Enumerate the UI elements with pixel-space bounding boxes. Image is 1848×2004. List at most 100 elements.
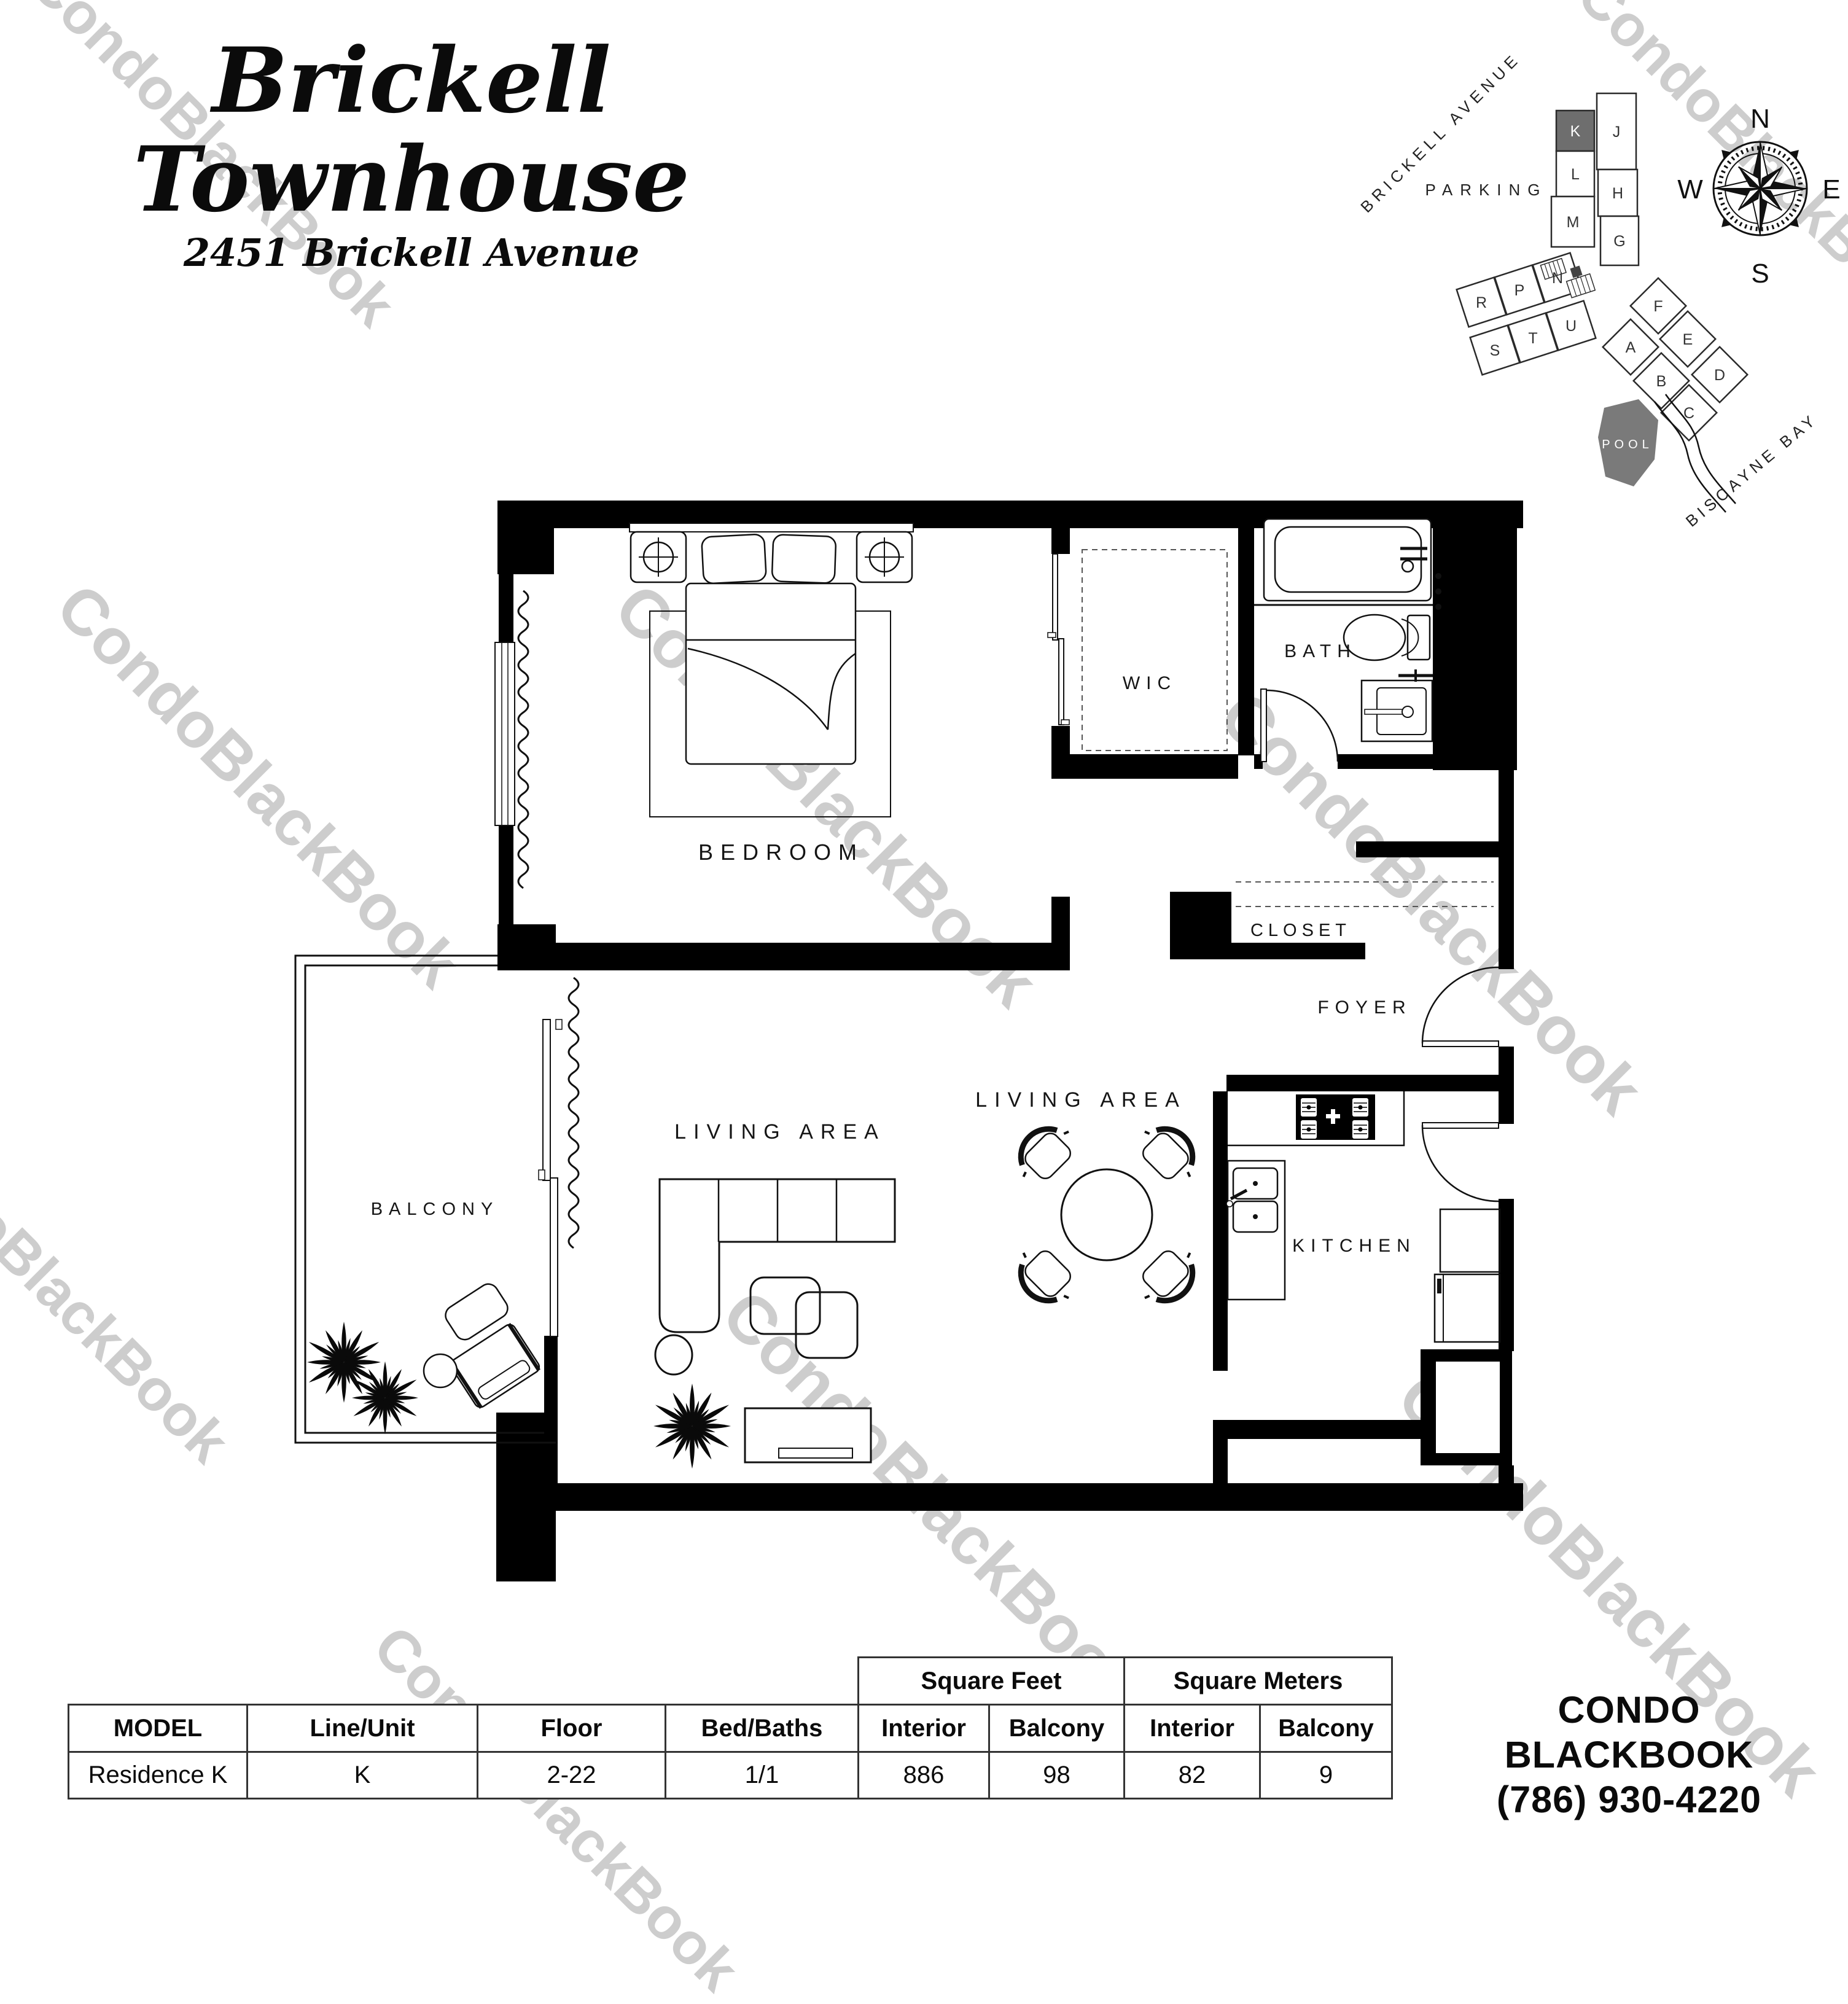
nightstand-right bbox=[856, 531, 913, 583]
kitchen-service-door bbox=[1421, 1122, 1499, 1203]
dining-set bbox=[1007, 1115, 1207, 1316]
ottoman bbox=[445, 1283, 509, 1341]
shaft bbox=[1436, 1362, 1500, 1453]
unit-label-U: U bbox=[1565, 318, 1577, 335]
page-title: Brickell Townhouse bbox=[133, 28, 690, 232]
living-area-label: LIVING AREA bbox=[674, 1120, 886, 1144]
kitchen-label: KITCHEN bbox=[1292, 1236, 1416, 1256]
table-span-header-row: Square Feet Square Meters bbox=[69, 1656, 1393, 1706]
building-units bbox=[1456, 92, 1749, 442]
cell-floor: 2-22 bbox=[477, 1751, 666, 1799]
unit-letters: K L M J H G R P N S T U A B C F E D bbox=[1476, 123, 1725, 422]
floorplan-canvas: BRICKELL AVENUE PARKING bbox=[294, 49, 1841, 1581]
curtain-bedroom bbox=[517, 590, 529, 889]
foyer-label: FOYER bbox=[1317, 997, 1411, 1018]
table-empty-corner bbox=[69, 1658, 859, 1705]
headboard bbox=[629, 523, 914, 532]
unit-label-P: P bbox=[1515, 282, 1525, 299]
cell-line-unit: K bbox=[246, 1751, 478, 1799]
entry-door bbox=[1421, 966, 1499, 1047]
page-subtitle: 2451 Brickell Avenue bbox=[183, 230, 640, 276]
compass-s: S bbox=[1751, 259, 1769, 289]
table-header-row: MODEL Line/Unit Floor Bed/Baths Interior… bbox=[68, 1704, 1393, 1753]
tv-console bbox=[744, 1407, 872, 1464]
cell-model: Residence K bbox=[68, 1751, 248, 1799]
balcony-label: BALCONY bbox=[371, 1199, 499, 1219]
coffee-table bbox=[795, 1291, 859, 1359]
unit-label-E: E bbox=[1683, 331, 1693, 348]
bedroom-furniture bbox=[629, 523, 914, 817]
compass-e: E bbox=[1822, 174, 1840, 205]
bathtub bbox=[1263, 518, 1441, 610]
table-row: Residence K K 2-22 1/1 886 98 82 9 bbox=[68, 1751, 1393, 1799]
unit-label-S: S bbox=[1490, 342, 1500, 359]
unit-K-highlight bbox=[1555, 109, 1596, 152]
dining-table bbox=[1060, 1168, 1153, 1261]
pool: POOL bbox=[1598, 399, 1658, 486]
pillow bbox=[701, 533, 767, 585]
kitchen-fixtures bbox=[1226, 1091, 1501, 1343]
parking-label: PARKING bbox=[1425, 181, 1547, 199]
closet-label: CLOSET bbox=[1250, 921, 1351, 940]
compass-icon: N S W E bbox=[1677, 104, 1840, 289]
brand-name: CONDO BLACKBOOK bbox=[1504, 1689, 1754, 1776]
unit-label-F: F bbox=[1653, 298, 1663, 315]
brand-phone: (786) 930-4220 bbox=[1496, 1779, 1762, 1821]
unit-label-T: T bbox=[1528, 330, 1537, 347]
cell-bed-baths: 1/1 bbox=[665, 1751, 859, 1799]
living-furniture bbox=[653, 1115, 1207, 1469]
balcony-sliding-door bbox=[538, 1019, 563, 1337]
unit-label-H: H bbox=[1612, 185, 1623, 202]
unit-floorplan: BEDROOM WIC BATH CLOSET FOYER LIVING ARE… bbox=[294, 501, 1523, 1581]
wic-label: WIC bbox=[1123, 673, 1177, 693]
balcony bbox=[294, 954, 563, 1444]
branding: CONDO BLACKBOOK (786) 930-4220 bbox=[1431, 1688, 1827, 1823]
cell-sf-interior: 886 bbox=[857, 1751, 990, 1799]
curtain-living bbox=[567, 977, 580, 1249]
wic-shelving-dashed bbox=[1082, 549, 1228, 751]
stairs-icon bbox=[1540, 257, 1596, 298]
nightstand-left bbox=[630, 531, 687, 583]
unit-label-N: N bbox=[1552, 270, 1563, 287]
bedroom-window bbox=[494, 642, 515, 826]
toilet bbox=[1343, 614, 1431, 661]
col-sf-interior: Interior bbox=[857, 1704, 990, 1753]
col-line-unit: Line/Unit bbox=[246, 1704, 478, 1753]
unit-label-J: J bbox=[1613, 123, 1621, 141]
col-sm-interior: Interior bbox=[1123, 1704, 1261, 1753]
bed bbox=[685, 582, 857, 765]
bedroom-label: BEDROOM bbox=[698, 840, 864, 865]
pillow bbox=[771, 534, 836, 584]
col-sf-balcony: Balcony bbox=[988, 1704, 1125, 1753]
site-map: BRICKELL AVENUE PARKING bbox=[1357, 49, 1840, 530]
pool-label: POOL bbox=[1602, 438, 1653, 451]
header: Brickell Townhouse 2451 Brickell Avenue bbox=[58, 28, 765, 276]
col-sm-balcony: Balcony bbox=[1259, 1704, 1393, 1753]
cell-sm-interior: 82 bbox=[1123, 1751, 1261, 1799]
plant-icon bbox=[653, 1384, 731, 1469]
unit-label-C: C bbox=[1683, 405, 1694, 422]
bath-door bbox=[1260, 688, 1339, 762]
kitchen-counter bbox=[1439, 1208, 1501, 1273]
bath-sink bbox=[1360, 669, 1433, 743]
col-group-square-feet: Square Feet bbox=[857, 1656, 1125, 1706]
spec-table: Square Feet Square Meters MODEL Line/Uni… bbox=[68, 1656, 1393, 1799]
unit-label-R: R bbox=[1476, 294, 1487, 311]
unit-label-L: L bbox=[1571, 166, 1580, 183]
side-table bbox=[654, 1334, 693, 1376]
refrigerator bbox=[1433, 1273, 1501, 1343]
cell-sf-balcony: 98 bbox=[988, 1751, 1125, 1799]
unit-label-G: G bbox=[1613, 233, 1625, 250]
bath-label: BATH bbox=[1284, 641, 1357, 661]
unit-label-D: D bbox=[1714, 367, 1725, 384]
stove bbox=[1296, 1094, 1375, 1140]
room-labels: BEDROOM WIC BATH CLOSET FOYER LIVING ARE… bbox=[371, 641, 1416, 1256]
unit-label-B: B bbox=[1656, 373, 1667, 390]
compass-w: W bbox=[1677, 174, 1703, 205]
col-floor: Floor bbox=[477, 1704, 666, 1753]
unit-label-M: M bbox=[1567, 214, 1580, 231]
compass-n: N bbox=[1750, 104, 1770, 134]
balcony-table bbox=[423, 1353, 458, 1389]
unit-label-A: A bbox=[1626, 339, 1636, 356]
sectional-sofa bbox=[658, 1178, 896, 1333]
